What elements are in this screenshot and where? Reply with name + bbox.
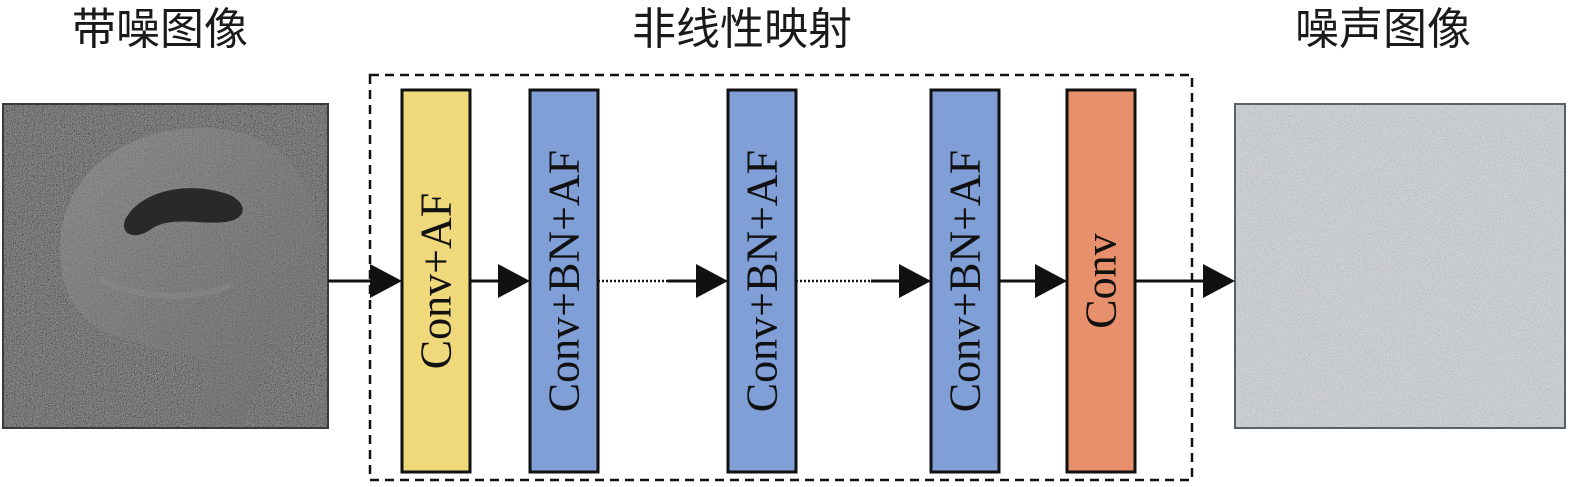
layer-block-label: Conv+BN+AF (540, 150, 589, 412)
layer-block-label: Conv+BN+AF (941, 150, 990, 412)
layer-block-rect (400, 88, 472, 474)
layer-block-label: Conv (1077, 233, 1126, 328)
layer-block-rect (929, 88, 1001, 474)
arrow-head (1203, 264, 1235, 298)
layer-block-rect (726, 88, 798, 474)
arrow-head (1035, 264, 1067, 298)
connections (328, 264, 1235, 298)
heading-mapping: 非线性映射 (632, 4, 852, 55)
arrow-head (498, 264, 530, 298)
layer-block-3: Conv+BN+AF (726, 88, 798, 474)
layer-block-label: Conv+AF (412, 193, 461, 369)
layer-block-1: Conv+AF (400, 88, 472, 474)
arrow-head (696, 264, 728, 298)
heading-input: 带噪图像 (72, 4, 248, 55)
layer-block-5: Conv (1065, 88, 1137, 474)
layer-block-4: Conv+BN+AF (929, 88, 1001, 474)
heading-output: 噪声图像 (1295, 4, 1471, 55)
layer-block-rect (1065, 88, 1137, 474)
noise-output-image (1234, 103, 1566, 429)
layer-block-rect (528, 88, 600, 474)
noisy-input-image (2, 103, 329, 429)
layer-block-label: Conv+BN+AF (738, 150, 787, 412)
arrow-head (370, 264, 402, 298)
layer-block-2: Conv+BN+AF (528, 88, 600, 474)
layer-blocks: Conv+AF Conv+BN+AF Conv+BN+AF Conv+BN+AF Con… (400, 88, 1137, 474)
arrow-head (899, 264, 931, 298)
